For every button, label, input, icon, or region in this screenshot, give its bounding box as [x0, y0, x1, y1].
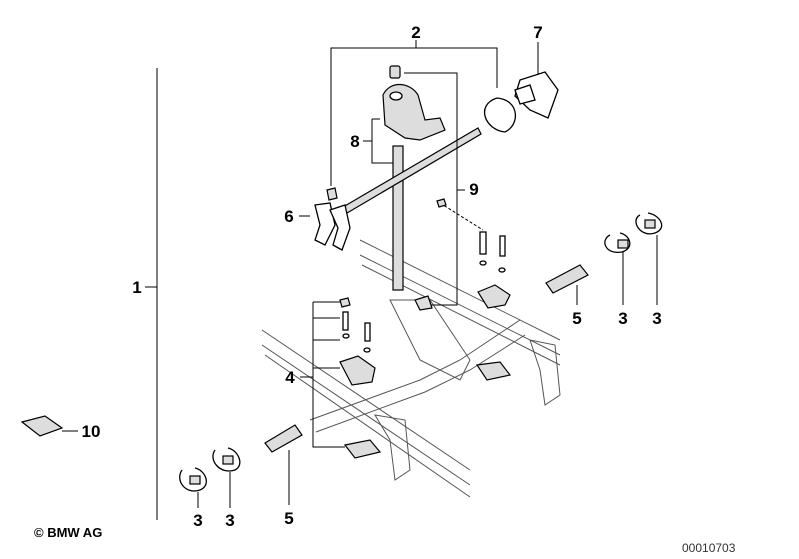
callout-1[interactable]: 1	[132, 278, 141, 297]
part-ring	[484, 97, 517, 133]
document-number: 00010703	[682, 541, 736, 555]
callout-lines-3-right	[622, 235, 658, 305]
part-8-holder	[382, 83, 446, 141]
part-3-clamps-left	[179, 447, 241, 492]
part-bolts	[414, 231, 511, 311]
callout-2[interactable]: 2	[411, 23, 420, 42]
callout-3[interactable]: 3	[652, 309, 661, 328]
callout-line-2	[330, 40, 498, 186]
part-cap	[436, 198, 447, 208]
part-knob	[389, 65, 401, 79]
callout-line-4	[300, 301, 345, 448]
callout-3[interactable]: 3	[193, 511, 202, 530]
callout-5[interactable]: 5	[284, 509, 293, 528]
part-post	[392, 145, 404, 291]
callout-5[interactable]: 5	[572, 309, 581, 328]
callout-line-1	[145, 68, 158, 520]
copyright-label: © BMW AG	[34, 525, 103, 540]
callout-6[interactable]: 6	[284, 207, 293, 226]
callout-3[interactable]: 3	[225, 511, 234, 530]
roof-rails	[261, 239, 561, 498]
callout-lines-3-left	[197, 472, 231, 508]
part-5-pin-right	[545, 264, 589, 294]
dashed-guide	[439, 202, 484, 231]
callout-3[interactable]: 3	[618, 309, 627, 328]
part-4-set	[339, 297, 512, 459]
callout-10[interactable]: 10	[82, 422, 101, 441]
part-3-clamps-right	[604, 212, 663, 253]
callout-7[interactable]: 7	[533, 23, 542, 42]
part-5-pin-left	[264, 424, 303, 453]
callout-9[interactable]: 9	[469, 180, 478, 199]
part-6-bracket	[314, 187, 351, 251]
callout-line-9	[404, 72, 465, 306]
callout-line-8	[363, 118, 393, 164]
callout-4[interactable]: 4	[285, 368, 295, 387]
part-7-clamp	[514, 71, 559, 119]
callout-8[interactable]: 8	[350, 132, 359, 151]
part-10-plate	[20, 415, 64, 437]
